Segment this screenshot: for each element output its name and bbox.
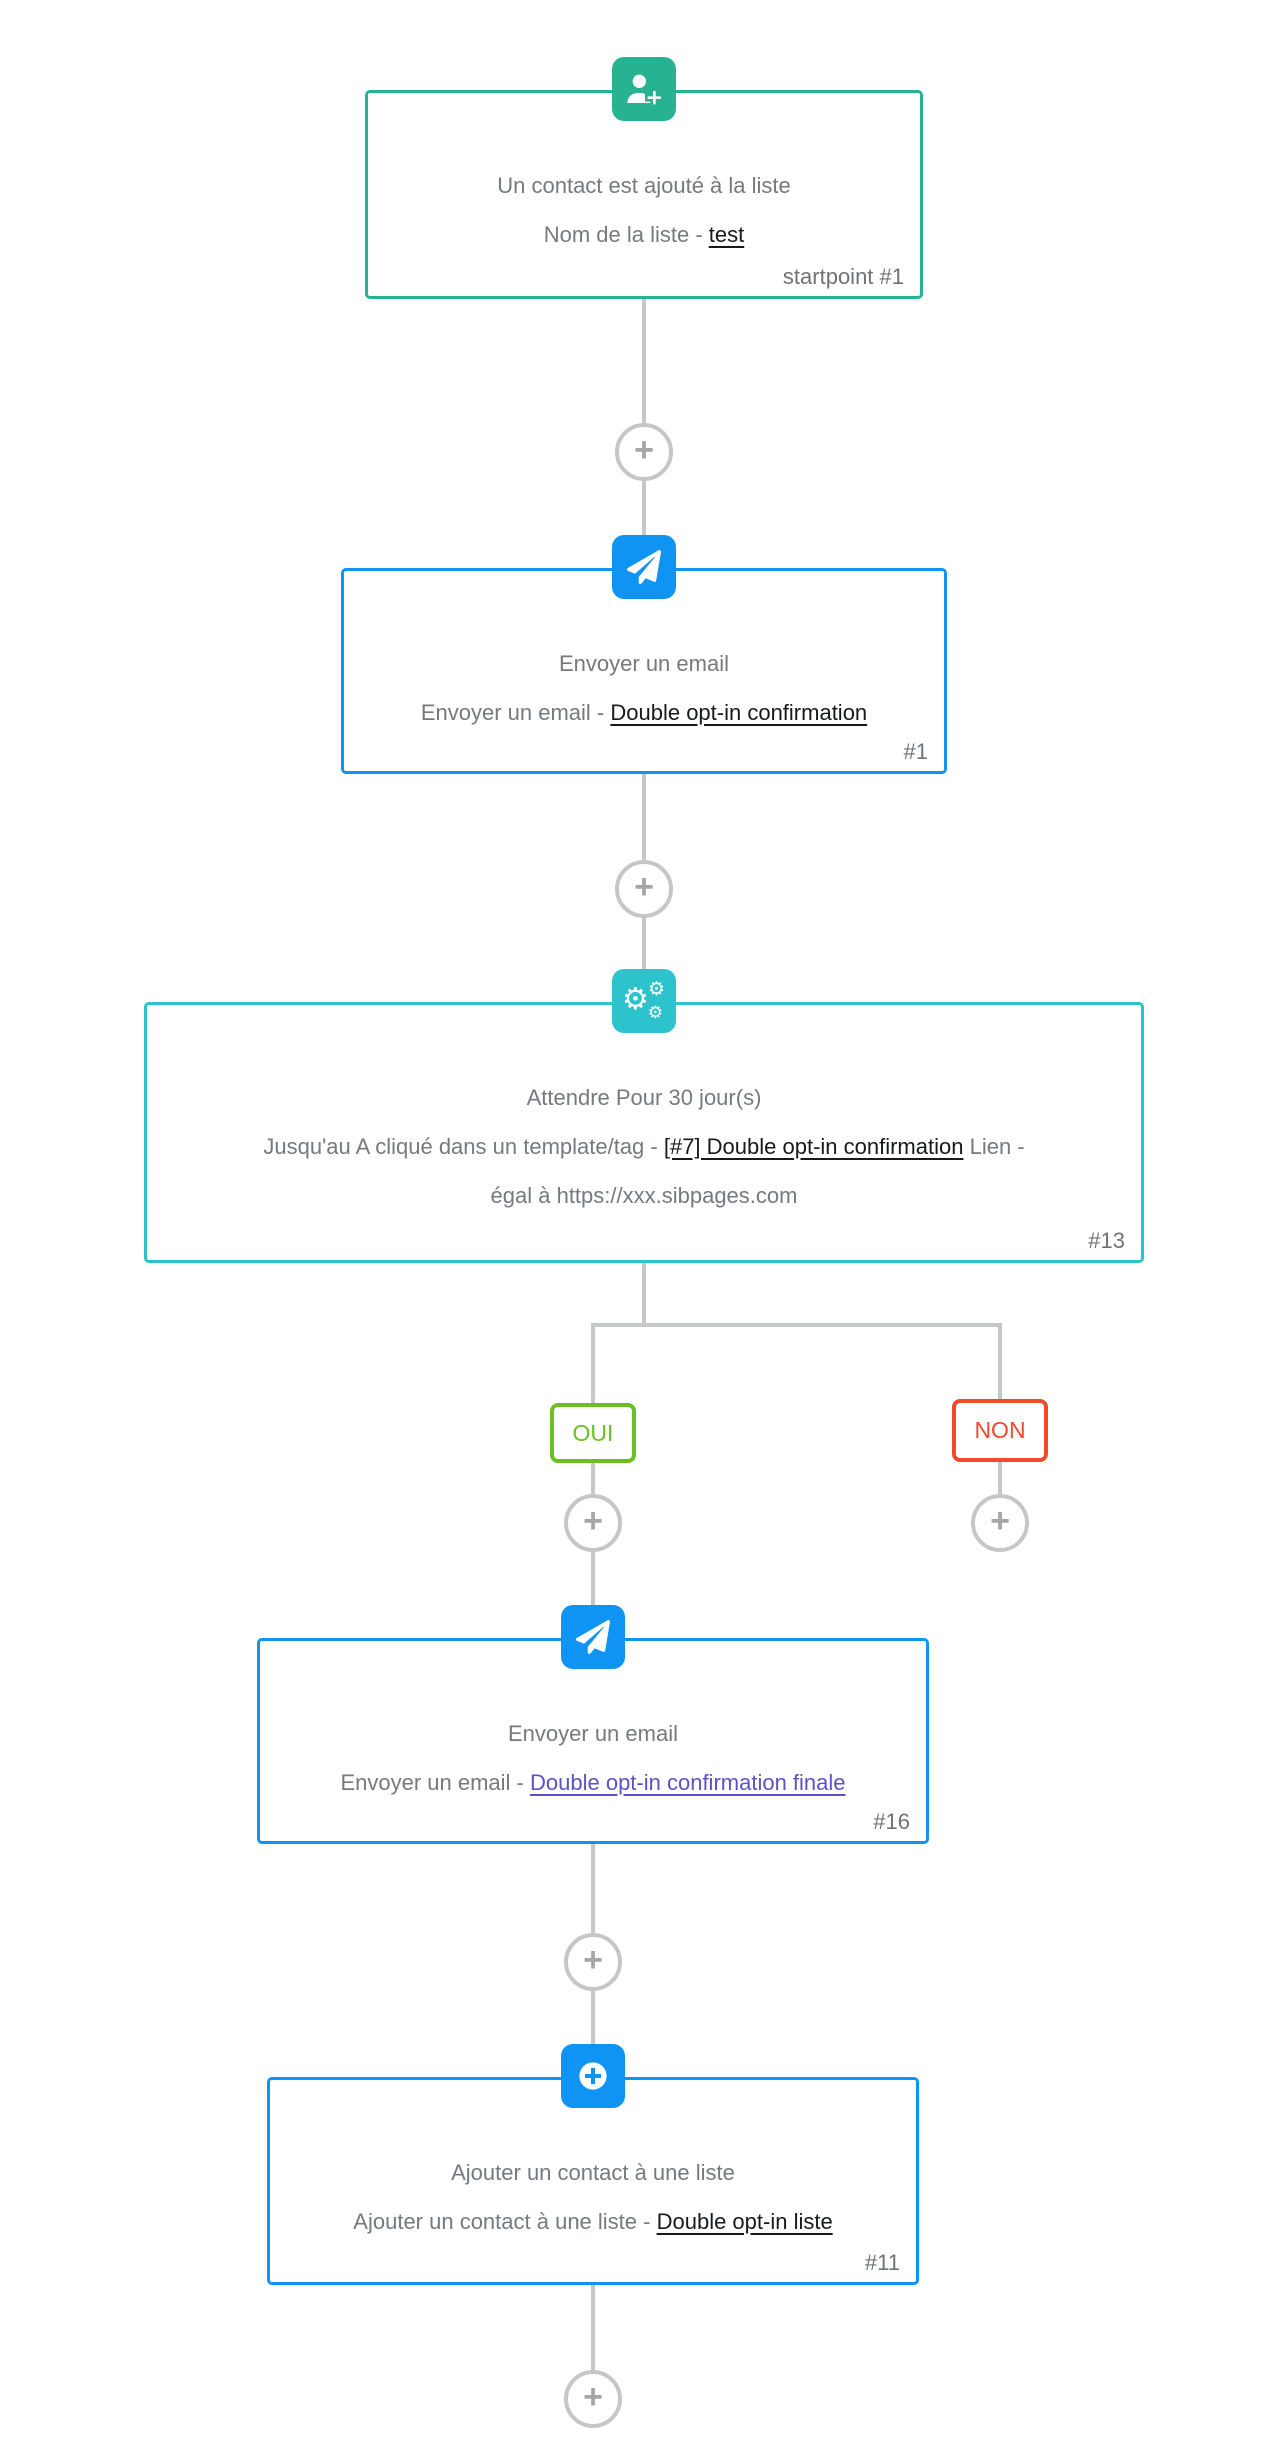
node-title: Un contact est ajouté à la liste: [497, 173, 791, 198]
branch-label-no: NON: [952, 1399, 1048, 1462]
node-badge: #11: [864, 2250, 900, 2275]
node-detail: Ajouter un contact à une liste - Double …: [353, 2209, 833, 2234]
template-link[interactable]: Double opt-in confirmation: [610, 700, 868, 725]
connector-line: [591, 2285, 595, 2372]
add-step-button[interactable]: +: [615, 860, 673, 918]
node-detail: Envoyer un email - Double opt-in confirm…: [340, 1770, 846, 1795]
node-title: Ajouter un contact à une liste: [451, 2160, 735, 2185]
connector-line: [998, 1462, 1002, 1496]
node-badge: startpoint #1: [782, 264, 904, 289]
plus-icon: +: [634, 868, 654, 906]
node-title: Envoyer un email: [508, 1721, 678, 1746]
plus-icon: +: [583, 2378, 603, 2416]
cogs-icon: ⚙⚙⚙: [612, 969, 676, 1033]
node-detail: Envoyer un email - Double opt-in confirm…: [420, 700, 868, 725]
plus-icon: +: [583, 1502, 603, 1540]
node-detail: Nom de la liste - test: [543, 222, 745, 247]
add-step-button[interactable]: +: [615, 423, 673, 481]
add-step-button-yes[interactable]: +: [564, 1494, 622, 1552]
plus-icon: +: [990, 1502, 1010, 1540]
plus-icon: +: [583, 1941, 603, 1979]
user-plus-icon: [612, 57, 676, 121]
workflow-node-add-to-list[interactable]: Ajouter un contact à une liste Ajouter u…: [267, 2077, 919, 2285]
connector-line-yes: [591, 1323, 595, 1403]
node-badge: #1: [903, 739, 928, 764]
paper-plane-icon: [612, 535, 676, 599]
branch-connector-line: [591, 1323, 1002, 1327]
list-link[interactable]: Double opt-in liste: [656, 2209, 833, 2234]
node-title: Envoyer un email: [559, 651, 729, 676]
node-title: Attendre Pour 30 jour(s): [526, 1085, 762, 1110]
add-step-button-no[interactable]: +: [971, 1494, 1029, 1552]
template-link[interactable]: Double opt-in confirmation finale: [530, 1770, 846, 1795]
plus-icon: +: [634, 431, 654, 469]
workflow-node-startpoint[interactable]: Un contact est ajouté à la liste Nom de …: [365, 90, 923, 299]
paper-plane-icon: [561, 1605, 625, 1669]
node-detail-2: égal à https://xxx.sibpages.com: [490, 1183, 798, 1208]
list-link[interactable]: test: [708, 222, 745, 247]
workflow-node-send-email-1[interactable]: Envoyer un email Envoyer un email - Doub…: [341, 568, 947, 774]
workflow-node-send-email-16[interactable]: Envoyer un email Envoyer un email - Doub…: [257, 1638, 929, 1844]
add-step-button[interactable]: +: [564, 1933, 622, 1991]
connector-line: [642, 1263, 646, 1327]
template-link[interactable]: [#7] Double opt-in confirmation: [663, 1134, 964, 1159]
plus-circle-icon: [561, 2044, 625, 2108]
workflow-node-wait[interactable]: Attendre Pour 30 jour(s) Jusqu'au A cliq…: [144, 1002, 1144, 1263]
node-detail: Jusqu'au A cliqué dans un template/tag -…: [263, 1134, 1025, 1159]
node-badge: #13: [1088, 1228, 1125, 1253]
connector-line-no: [998, 1323, 1002, 1399]
add-step-button[interactable]: +: [564, 2370, 622, 2428]
node-badge: #16: [873, 1809, 910, 1834]
branch-label-yes: OUI: [550, 1403, 636, 1463]
